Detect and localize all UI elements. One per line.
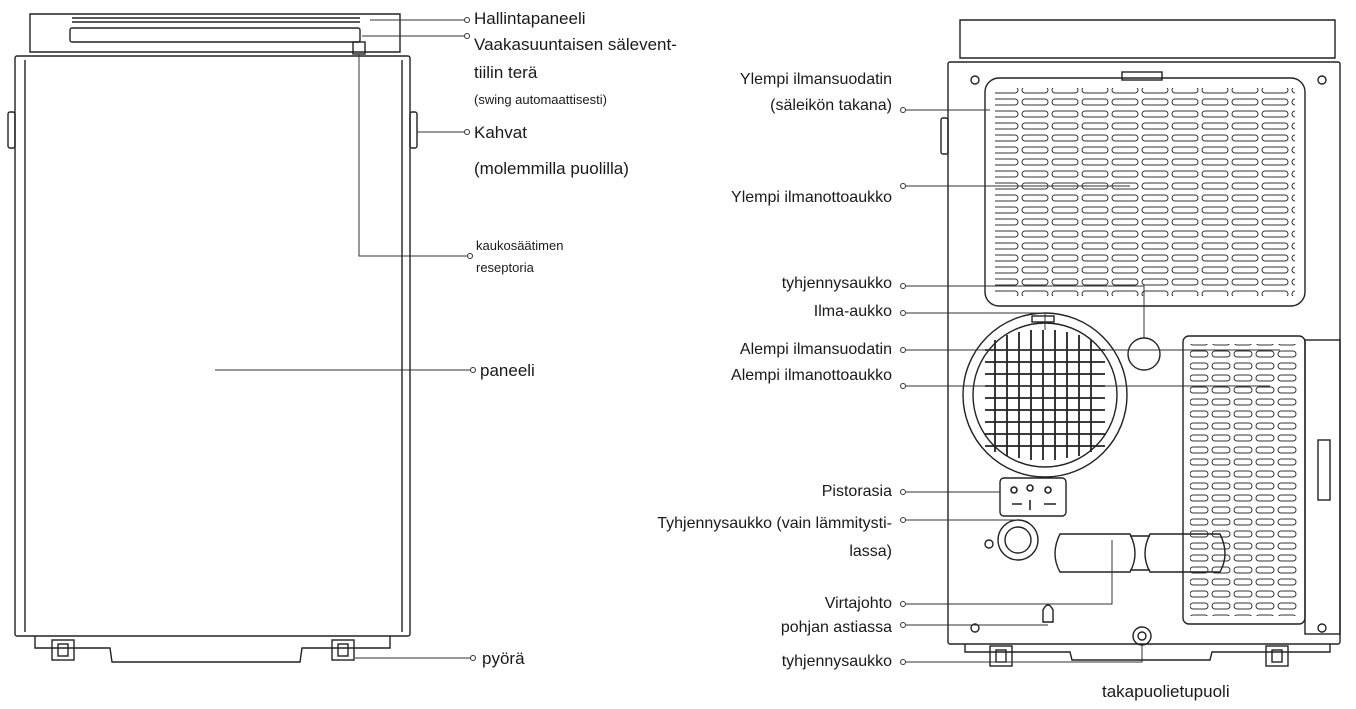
socket-box [999, 477, 1067, 517]
rear-side-panel-slot [1317, 439, 1331, 501]
upper-grille-slots [995, 88, 1295, 296]
front-body [14, 55, 411, 637]
label-louver-line1: Vaakasuuntaisen sälevent- [474, 35, 677, 54]
front-wheel-right [331, 639, 355, 661]
rear-side-panel [1304, 339, 1341, 635]
upper-grille-frame [984, 77, 1306, 307]
rear-handle-left [940, 117, 949, 155]
front-top-cap [29, 13, 401, 53]
rear-wheel-right [1265, 645, 1289, 667]
label-upper-filter-line2: (säleikön takana) [770, 97, 892, 114]
front-louver [69, 27, 361, 43]
front-wheel-left [51, 639, 75, 661]
front-handle-right [409, 111, 418, 149]
label-control-panel: Hallintapaneeli [474, 9, 586, 28]
rear-wheel-left [989, 645, 1013, 667]
tray-nub [1042, 604, 1054, 623]
screw-bottom-left [970, 623, 980, 633]
front-unit [7, 13, 418, 663]
bottom-drain-inner [1137, 631, 1147, 641]
label-drain-outlet: tyhjennysaukko [781, 275, 892, 292]
rear-wheel-right-inner [1271, 649, 1283, 663]
front-wheel-right-inner [337, 643, 349, 657]
leader-bottom-drain [906, 645, 1143, 663]
leader-remote [358, 54, 468, 257]
lower-grille-slots [1190, 344, 1298, 616]
label-socket: Pistorasia [821, 483, 892, 500]
label-wheel: pyörä [482, 649, 525, 668]
label-handles-line1: Kahvat [474, 123, 527, 142]
label-remote-line1: kaukosäätimen [476, 238, 564, 253]
screw-top-left [970, 75, 980, 85]
label-upper-intake: Ylempi ilmanottoaukko [731, 189, 892, 206]
label-louver-note: (swing automaattisesti) [474, 92, 607, 107]
front-leader-dots [464, 17, 476, 661]
dot-louver [464, 33, 470, 39]
label-handles-line2: (molemmilla puolilla) [474, 159, 629, 178]
rear-leader-lines [906, 109, 1280, 663]
label-heating-drain-line1: Tyhjennysaukko (vain lämmitysti- [657, 515, 892, 532]
label-bottom-drain: tyhjennysaukko [781, 653, 892, 670]
heating-drain-screw [984, 539, 994, 549]
dot-remote [467, 253, 473, 259]
dot-handles [464, 129, 470, 135]
front-base [34, 636, 391, 663]
drain-outlet-upper [1127, 337, 1161, 371]
air-outlet-tab [1031, 315, 1055, 323]
label-louver-line2: tiilin terä [474, 63, 538, 82]
heating-drain-inner [1004, 526, 1032, 554]
socket-pins [1010, 484, 1056, 510]
cord-bundle-left [1054, 533, 1136, 573]
label-tray: pohjan astiassa [780, 619, 892, 636]
rear-top-cap [959, 19, 1336, 59]
front-wheel-left-inner [57, 643, 69, 657]
dot-control-panel [464, 17, 470, 23]
rear-base [964, 644, 1331, 661]
cord-band [1130, 535, 1150, 571]
dot-wheel [470, 655, 476, 661]
rear-leader-dots [900, 107, 906, 665]
screw-top-right [1317, 75, 1327, 85]
rear-unit [940, 19, 1341, 667]
heating-drain-outer [997, 519, 1039, 561]
label-power-cord: Virtajohto [824, 595, 892, 612]
air-outlet-ring [962, 312, 1128, 478]
leader-power-cord [906, 540, 1113, 605]
cord-bundle-right [1144, 533, 1226, 573]
label-remote-line2: reseptoria [476, 260, 534, 275]
front-leader-lines [215, 19, 470, 659]
upper-grille-tab [1121, 71, 1163, 81]
label-panel: paneeli [480, 361, 535, 380]
rear-view-caption: takapuolietupuoli [1102, 682, 1230, 701]
leader-drain-outlet [906, 285, 1145, 338]
label-lower-filter: Alempi ilmansuodatin [739, 341, 892, 358]
label-air-outlet: Ilma-aukko [813, 303, 892, 320]
label-lower-intake: Alempi ilmanottoaukko [731, 367, 892, 384]
bottom-drain [1132, 626, 1152, 646]
label-upper-filter-line1: Ylempi ilmansuodatin [739, 71, 892, 88]
front-handle-left [7, 111, 16, 149]
front-control-panel-strip [72, 17, 360, 23]
dot-panel [470, 367, 476, 373]
label-heating-drain-line2: lassa) [849, 543, 892, 560]
leader-air-outlet [906, 312, 1046, 330]
screw-bottom-right [1317, 623, 1327, 633]
